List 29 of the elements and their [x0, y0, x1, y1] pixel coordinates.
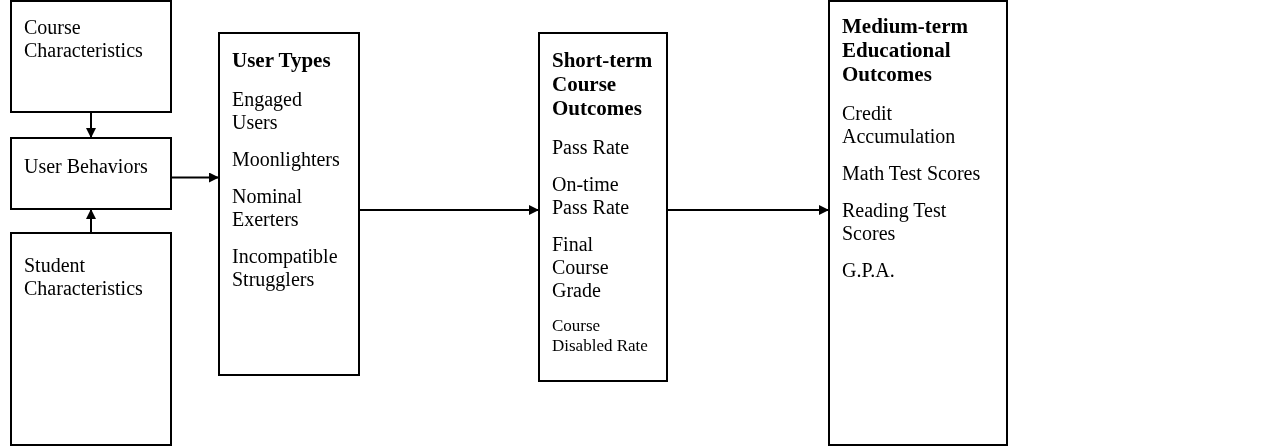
- box-text: On-time Pass Rate: [552, 173, 631, 220]
- box-text: Final Course Grade: [552, 233, 610, 303]
- arrow: [86, 112, 96, 138]
- box-text: Nominal Exerters: [232, 185, 303, 232]
- box-heading: User Types: [232, 48, 332, 73]
- factor-box: [10, 137, 172, 210]
- arrow: [359, 205, 539, 215]
- box-text: Pass Rate: [552, 136, 631, 160]
- box-text: User Behaviors: [24, 155, 149, 178]
- box-text: Engaged Users: [232, 88, 303, 135]
- arrow: [86, 209, 96, 233]
- box-heading: Short-term Course Outcomes: [552, 48, 654, 121]
- arrow: [667, 205, 829, 215]
- box-text: Course Characteristics: [24, 16, 144, 62]
- factor-box: [10, 0, 172, 113]
- box-text: Math Test Scores: [842, 162, 982, 186]
- box-text: Incompatible Strugglers: [232, 245, 339, 292]
- box-text: Reading Test Scores: [842, 199, 948, 246]
- category-box: [218, 32, 360, 376]
- arrow: [171, 172, 219, 183]
- box-text: G.P.A.: [842, 259, 896, 283]
- box-text: Course Disabled Rate: [552, 316, 649, 356]
- category-box: [828, 0, 1008, 446]
- box-text: Student Characteristics: [24, 254, 144, 300]
- box-text: Moonlighters: [232, 148, 341, 172]
- category-box: [538, 32, 668, 382]
- box-text: Credit Accumulation: [842, 102, 957, 149]
- factor-box: [10, 232, 172, 446]
- box-heading: Medium-term Educational Outcomes: [842, 14, 969, 87]
